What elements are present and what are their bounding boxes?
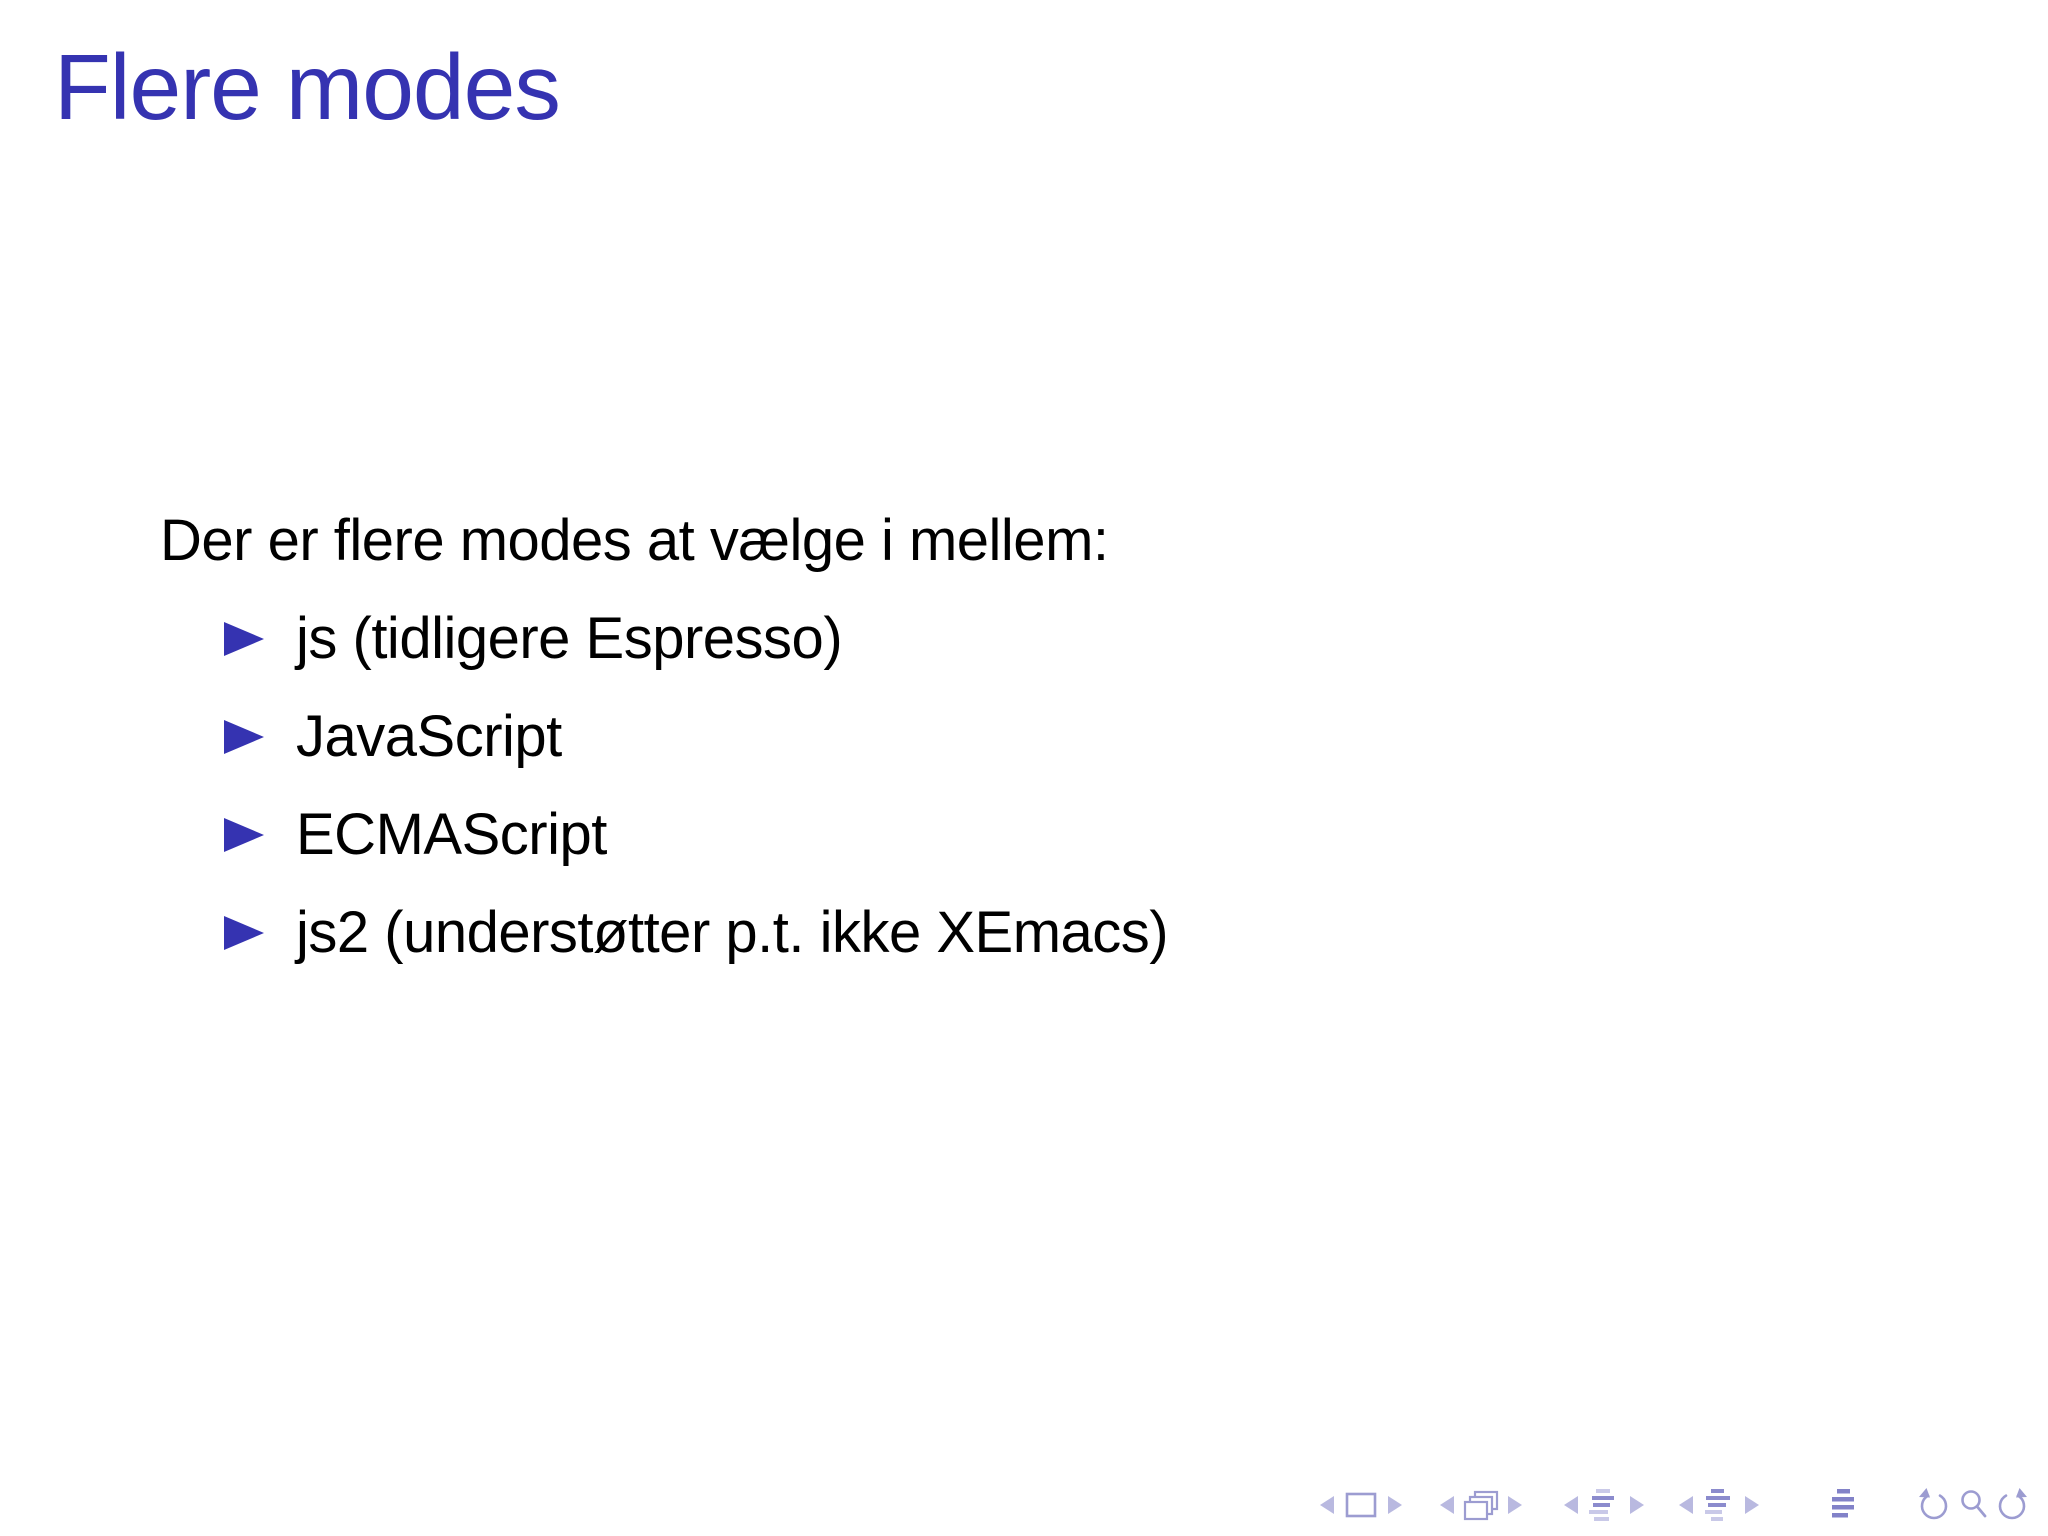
prev-subsection-arrow-icon[interactable] — [1563, 1495, 1579, 1515]
list-item: js (tidligere Espresso) — [160, 590, 1168, 688]
slide-title: Flere modes — [54, 35, 561, 139]
intro-text: Der er flere modes at vælge i mellem: — [160, 508, 1109, 573]
list-item-text: js2 (understøtter p.t. ikke XEmacs) — [296, 900, 1169, 965]
forward-icon[interactable] — [1994, 1488, 2030, 1522]
bullet-triangle-icon — [224, 916, 264, 950]
list-item-text: JavaScript — [296, 704, 562, 769]
subsection-toc-icon[interactable] — [1587, 1489, 1621, 1521]
slide-icon[interactable] — [1345, 1492, 1377, 1518]
list-item-text: js (tidligere Espresso) — [296, 606, 843, 671]
prev-frame-arrow-icon[interactable] — [1439, 1495, 1455, 1515]
list-item: ECMAScript — [160, 786, 1168, 884]
prev-slide-arrow-icon[interactable] — [1319, 1495, 1335, 1515]
search-icon[interactable] — [1958, 1488, 1988, 1522]
appendix-doc-icon[interactable] — [1828, 1488, 1858, 1522]
next-frame-arrow-icon[interactable] — [1507, 1495, 1523, 1515]
bullet-triangle-icon — [224, 720, 264, 754]
back-icon[interactable] — [1916, 1488, 1952, 1522]
frame-stack-icon[interactable] — [1463, 1490, 1499, 1521]
beamer-navigation-bar — [1319, 1488, 2030, 1522]
list-item-text: ECMAScript — [296, 802, 607, 867]
prev-section-arrow-icon[interactable] — [1678, 1495, 1694, 1515]
bullet-triangle-icon — [224, 818, 264, 852]
slide-content: Der er flere modes at vælge i mellem: js… — [160, 492, 1169, 982]
list-item: JavaScript — [160, 688, 1168, 786]
next-slide-arrow-icon[interactable] — [1387, 1495, 1403, 1515]
next-subsection-arrow-icon[interactable] — [1629, 1495, 1645, 1515]
bullet-triangle-icon — [224, 622, 264, 656]
list-item: js2 (understøtter p.t. ikke XEmacs) — [160, 884, 1169, 982]
section-toc-icon[interactable] — [1702, 1489, 1736, 1521]
bullet-list: js (tidligere Espresso) JavaScript ECMAS… — [160, 590, 1169, 982]
next-section-arrow-icon[interactable] — [1744, 1495, 1760, 1515]
